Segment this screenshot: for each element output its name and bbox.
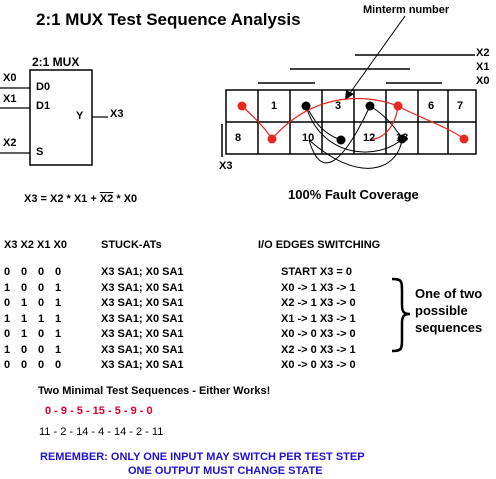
dot-black-4 — [365, 101, 375, 111]
var-x3: X3 — [219, 160, 233, 172]
black-path — [305, 105, 403, 169]
dot-red-0 — [237, 101, 247, 111]
table-cell-bit: 0 — [55, 266, 62, 278]
equation-lhs: X3 = X2 * X1 + — [24, 193, 100, 205]
dot-red-5 — [393, 101, 403, 111]
minterm-arrow-head — [345, 90, 354, 100]
table-cell-bit: 1 — [21, 297, 28, 309]
table-cell-io: X0 -> 0 X3 -> 0 — [281, 328, 356, 340]
table-cell-bit: 1 — [21, 313, 28, 325]
red-sequence: 0 - 9 - 5 - 15 - 5 - 9 - 0 — [45, 405, 153, 417]
table-cell-bit: 1 — [21, 328, 28, 340]
var-x2: X2 — [476, 47, 490, 59]
label-x3-out: X3 — [110, 108, 124, 120]
dot-black-2 — [301, 101, 311, 111]
table-header-io: I/O EDGES SWITCHING — [258, 239, 381, 251]
table-cell-bit: 0 — [38, 344, 45, 356]
table-cell-bit: 0 — [38, 359, 45, 371]
table-cell-bit: 1 — [38, 313, 45, 325]
black-sequence: 11 - 2 - 14 - 4 - 14 - 2 - 11 — [39, 426, 164, 438]
cell-12: 12 — [363, 132, 376, 144]
equation-rhs: * X0 — [113, 193, 138, 205]
fault-coverage: 100% Fault Coverage — [288, 187, 419, 202]
port-d0: D0 — [36, 81, 51, 93]
port-d1: D1 — [36, 100, 51, 112]
table-cell-io: X2 -> 0 X3 -> 1 — [281, 344, 356, 356]
table-cell-stuck: X3 SA1; X0 SA1 — [101, 297, 184, 309]
port-s: S — [36, 146, 44, 158]
minterm-arrow-line — [349, 15, 406, 94]
remember-line-1: REMEMBER: ONLY ONE INPUT MAY SWITCH PER … — [40, 451, 365, 463]
table-cell-bit: 0 — [55, 359, 62, 371]
brace-note-1: One of two — [415, 286, 483, 301]
table-cell-bit: 0 — [38, 328, 45, 340]
table-cell-bit: 0 — [21, 344, 28, 356]
cell-8: 8 — [235, 132, 242, 144]
table-cell-bit: 0 — [21, 266, 28, 278]
table-cell-bit: 0 — [4, 328, 11, 340]
brace-note-2: possible — [415, 303, 468, 318]
table-cell-bit: 1 — [55, 297, 62, 309]
table-cell-bit: 0 — [4, 297, 11, 309]
brace-icon — [391, 277, 411, 353]
dot-red-9 — [267, 134, 277, 144]
table-cell-stuck: X3 SA1; X0 SA1 — [101, 282, 184, 294]
sequences-heading: Two Minimal Test Sequences - Either Work… — [38, 385, 271, 397]
dot-black-11 — [336, 135, 346, 145]
table-cell-io: X1 -> 1 X3 -> 1 — [281, 313, 356, 325]
table-cell-bit: 1 — [4, 313, 11, 325]
table-cell-stuck: X3 SA1; X0 SA1 — [101, 359, 184, 371]
table-cell-bit: 1 — [55, 328, 62, 340]
var-x1: X1 — [476, 61, 490, 73]
table-cell-io: START X3 = 0 — [281, 266, 353, 278]
table-cell-io: X0 -> 0 X3 -> 0 — [281, 359, 356, 371]
table-cell-bit: 0 — [21, 359, 28, 371]
minterm-label: Minterm number — [363, 4, 450, 16]
dot-red-15 — [459, 134, 469, 144]
var-x0: X0 — [476, 75, 490, 87]
brace-note-3: sequences — [415, 320, 483, 335]
table-cell-bit: 0 — [4, 266, 11, 278]
cell-13: 13 — [396, 132, 409, 144]
table-header-inputs: X3 X2 X1 X0 — [4, 239, 67, 251]
table-cell-bit: 1 — [4, 282, 11, 294]
table-cell-stuck: X3 SA1; X0 SA1 — [101, 328, 184, 340]
label-x0: X0 — [3, 72, 17, 84]
kmap-cells — [225, 89, 477, 155]
table-cell-bit: 1 — [55, 313, 62, 325]
table-cell-stuck: X3 SA1; X0 SA1 — [101, 266, 184, 278]
label-x2: X2 — [3, 137, 17, 149]
port-y: Y — [76, 110, 84, 122]
cell-7: 7 — [457, 100, 464, 112]
table-cell-bit: 0 — [38, 282, 45, 294]
table-cell-bit: 0 — [4, 359, 11, 371]
table-cell-bit: 1 — [4, 344, 11, 356]
table-cell-bit: 1 — [55, 282, 62, 294]
mux-heading: 2:1 MUX — [32, 55, 80, 69]
table-cell-stuck: X3 SA1; X0 SA1 — [101, 313, 184, 325]
equation-bar: X2 — [99, 193, 114, 205]
table-cell-stuck: X3 SA1; X0 SA1 — [101, 344, 184, 356]
cell-3: 3 — [335, 100, 342, 112]
mux-equation: X3 = X2 * X1 + X2 * X0 — [24, 193, 137, 205]
table-header-stuck: STUCK-ATs — [101, 239, 162, 251]
table-cell-bit: 0 — [38, 297, 45, 309]
cell-1: 1 — [271, 100, 278, 112]
table-cell-bit: 0 — [21, 282, 28, 294]
cell-6: 6 — [428, 100, 435, 112]
dot-black-14 — [397, 134, 407, 144]
table-cell-bit: 0 — [38, 266, 45, 278]
page-title: 2:1 MUX Test Sequence Analysis — [36, 10, 301, 29]
table-cell-io: X2 -> 1 X3 -> 0 — [281, 297, 356, 309]
remember-line-2: ONE OUTPUT MUST CHANGE STATE — [128, 465, 323, 477]
cell-10: 10 — [302, 132, 315, 144]
table-cell-io: X0 -> 1 X3 -> 1 — [281, 282, 356, 294]
label-x1: X1 — [3, 93, 17, 105]
table-cell-bit: 1 — [55, 344, 62, 356]
